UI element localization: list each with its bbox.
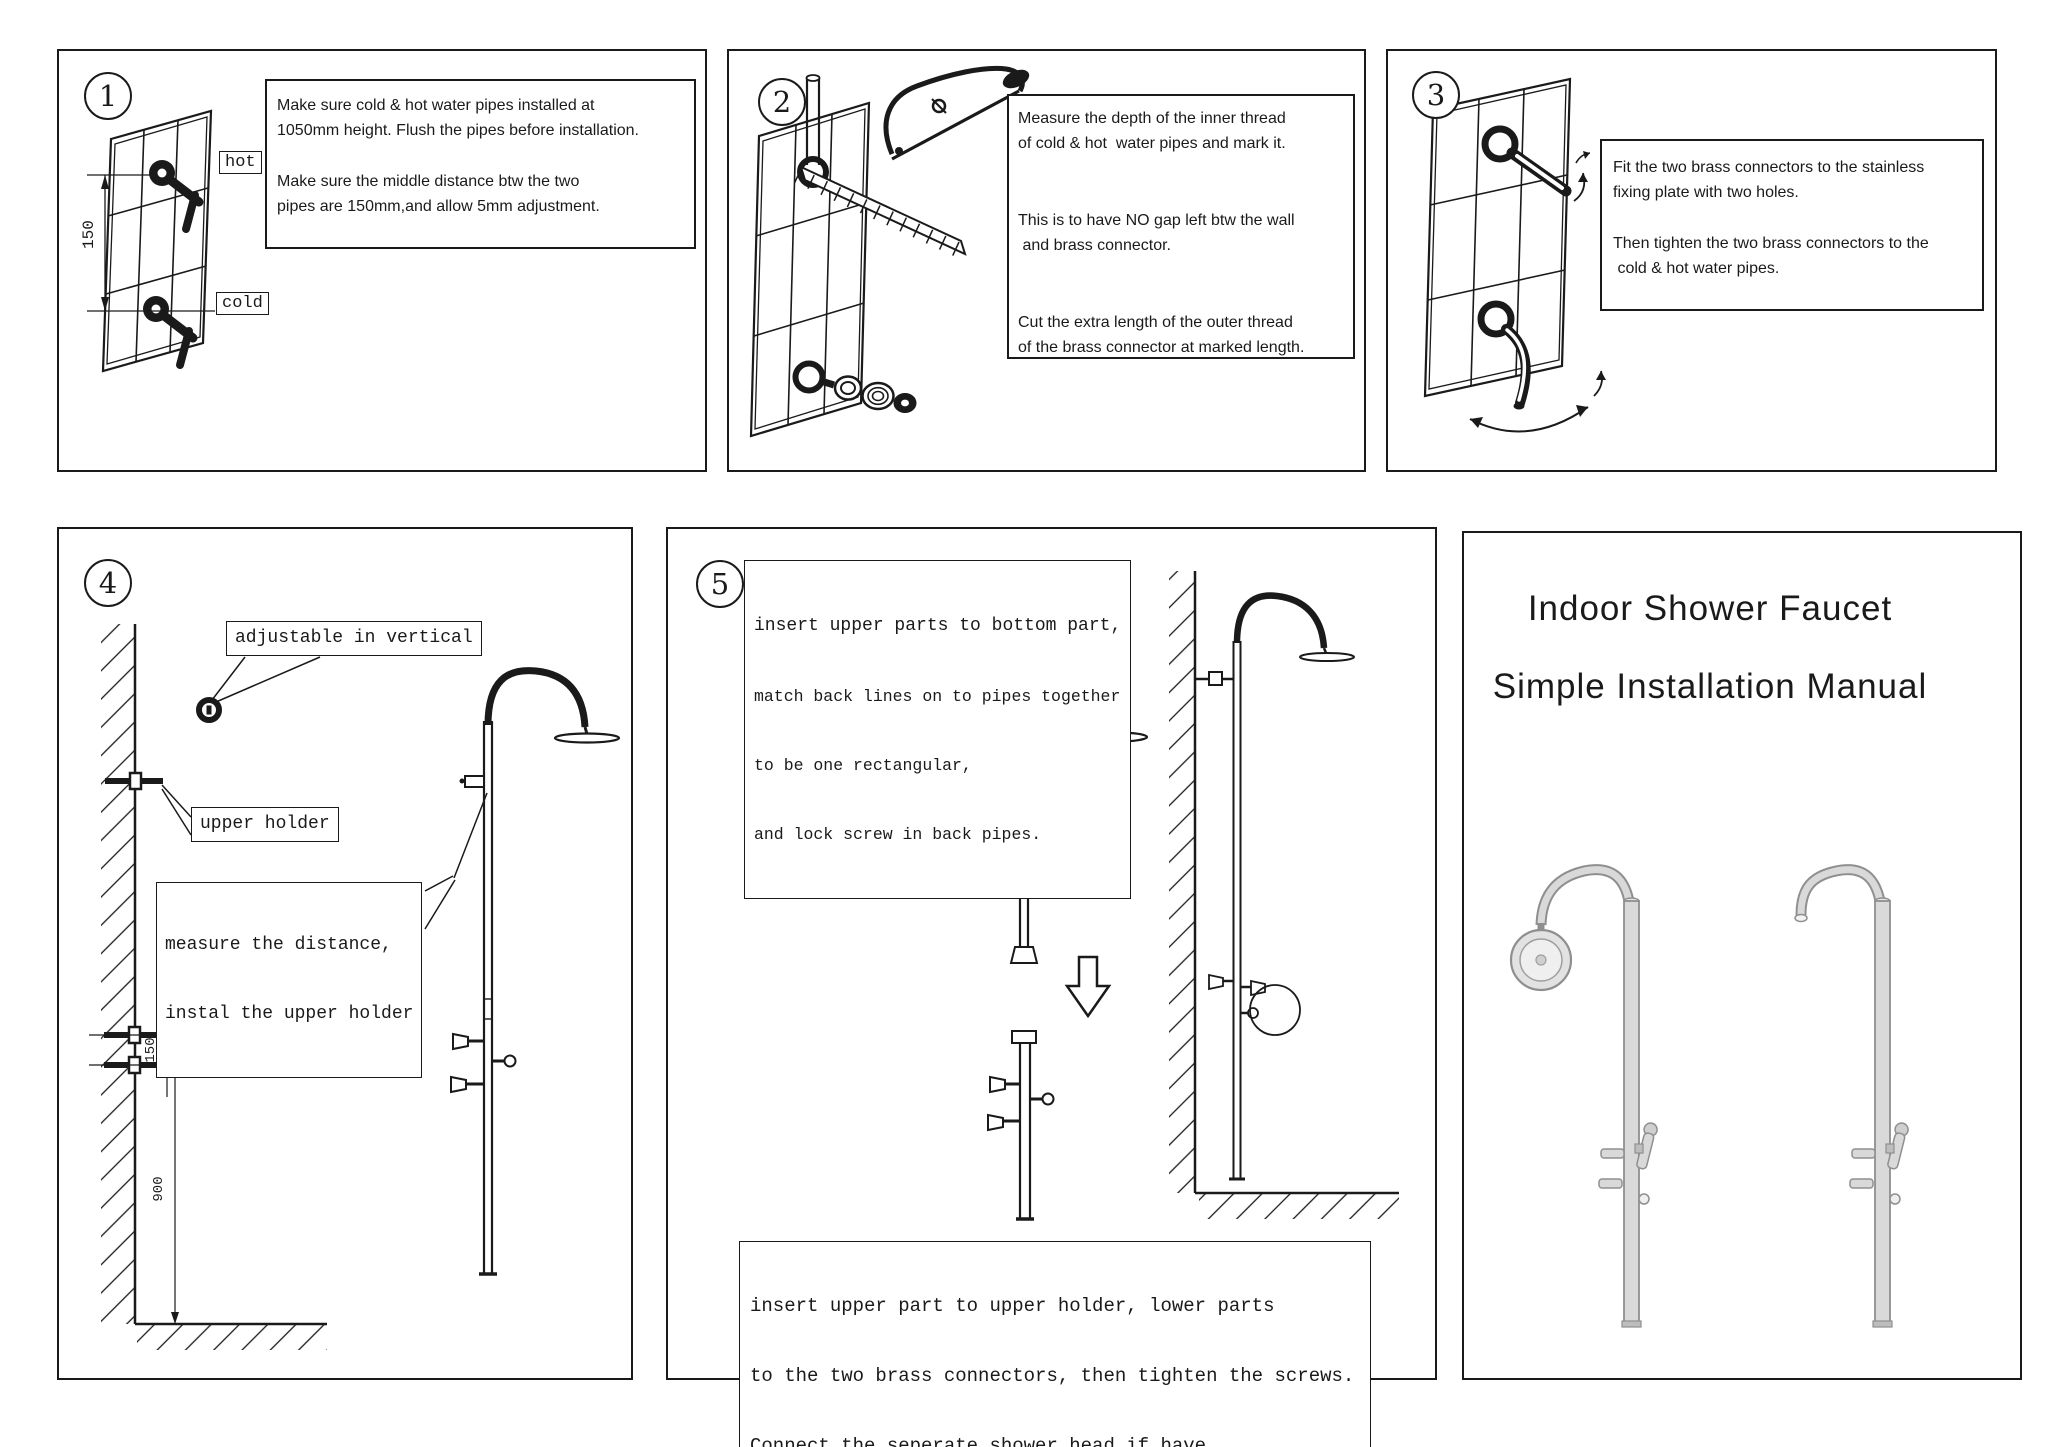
note-line: and lock screw in back pipes. — [754, 825, 1042, 844]
brass-connector-exploded-drawing — [792, 360, 917, 413]
instruction-line: and brass connector. — [1018, 237, 1171, 254]
instruction-line: 1050mm height. Flush the pipes before in… — [277, 122, 639, 139]
product-render-drawing — [1509, 864, 1909, 1328]
lower-brass-connector-drawing — [1469, 300, 1606, 433]
cold-label: cold — [216, 292, 269, 315]
dim-150-label: 150 — [80, 220, 98, 249]
panel-step-3: 3 — [1386, 49, 1997, 472]
dim-900-label: 900 — [151, 1176, 167, 1201]
instruction-line: Measure the depth of the inner thread — [1018, 110, 1286, 127]
wall-section-drawing — [101, 624, 137, 1324]
step-5-bottom-note: insert upper part to upper holder, lower… — [739, 1241, 1371, 1447]
wall-grid-drawing — [101, 109, 213, 373]
dimension-150-drawing: 150 — [80, 174, 215, 312]
ruler-drawing — [794, 165, 967, 256]
adjustable-screw-callout-lines — [211, 656, 321, 703]
hot-pipe-connector-drawing — [149, 160, 204, 233]
panel-product-overview: Indoor Shower Faucet Simple Installation… — [1462, 531, 2022, 1380]
upper-holder-callout-lines — [161, 784, 192, 836]
panel-step-1: 1 — [57, 49, 707, 472]
callout-line: instal the upper holder — [165, 1004, 414, 1024]
step-2-number: 2 — [758, 78, 806, 126]
step-5-top-note: insert upper parts to bottom part, match… — [744, 560, 1132, 899]
assembled-unit-scene — [1169, 571, 1399, 1219]
instruction-line: pipes are 150mm,and allow 5mm adjustment… — [277, 198, 600, 215]
step-2-instructions: Measure the depth of the inner thread of… — [1007, 94, 1355, 359]
note-line: to the two brass connectors, then tighte… — [750, 1365, 1355, 1387]
note-line: insert upper parts to bottom part, — [754, 616, 1122, 636]
adjustable-vertical-callout: adjustable in vertical — [226, 621, 482, 656]
instruction-line: This is to have NO gap left btw the wall — [1018, 212, 1295, 229]
step-5-number: 5 — [696, 560, 744, 608]
instruction-line: Make sure the middle distance btw the tw… — [277, 173, 580, 190]
ruler-ticks — [794, 168, 960, 256]
instruction-line: Then tighten the two brass connectors to… — [1613, 235, 1929, 252]
cold-pipe-connector-drawing — [143, 296, 198, 369]
instruction-line: of the brass connector at marked length. — [1018, 339, 1305, 356]
upper-holder-bolt-drawing — [105, 771, 163, 791]
instruction-line: Fit the two brass connectors to the stai… — [1613, 159, 1925, 176]
hacksaw-icon — [883, 65, 1030, 161]
floor-section-drawing — [135, 1322, 327, 1350]
step-1-instructions: Make sure cold & hot water pipes install… — [265, 79, 696, 249]
insert-direction-arrow — [1064, 955, 1112, 1019]
step-2-drawing — [749, 65, 1030, 438]
panel-step-4: 4 — [57, 527, 633, 1380]
instruction-line: fixing plate with two holes. — [1613, 184, 1799, 201]
upper-holder-callout: upper holder — [191, 807, 339, 842]
instruction-line: cold & hot water pipes. — [1613, 260, 1780, 277]
adjustable-screw-drawing — [196, 697, 222, 723]
instruction-line: Cut the extra length of the outer thread — [1018, 314, 1293, 331]
panel-step-5: 5 — [666, 527, 1437, 1447]
instruction-line: of cold & hot water pipes and mark it. — [1018, 135, 1286, 152]
step-3-instructions: Fit the two brass connectors to the stai… — [1600, 139, 1984, 311]
note-line: match back lines on to pipes together — [754, 687, 1121, 706]
manual-subtitle: Simple Installation Manual — [1492, 667, 1928, 706]
note-line: insert upper part to upper holder, lower… — [750, 1295, 1275, 1317]
callout-line: measure the distance, — [165, 935, 392, 955]
product-title: Indoor Shower Faucet — [1527, 589, 1893, 628]
step-1-drawing: 150 — [80, 109, 215, 373]
panel-step-2: 2 — [727, 49, 1366, 472]
shower-unit-with-head-render — [1509, 864, 1658, 1328]
step-4-number: 4 — [84, 559, 132, 607]
step-3-number: 3 — [1412, 71, 1460, 119]
dimension-900-drawing: 900 — [151, 1065, 179, 1324]
step-1-number: 1 — [84, 72, 132, 120]
shower-column-drawing — [450, 667, 621, 1276]
hot-label: hot — [219, 151, 262, 174]
detail-circle — [1249, 984, 1301, 1036]
dim-150-label: 150 — [143, 1037, 159, 1062]
measure-callout-lines — [424, 792, 488, 930]
note-line: Connect the seperate shower head if have… — [750, 1435, 1218, 1447]
shower-unit-spout-render — [1794, 864, 1909, 1328]
bottom-part-drawing — [987, 1030, 1055, 1221]
measure-distance-callout: measure the distance, instal the upper h… — [156, 882, 423, 1078]
instruction-line: Make sure cold & hot water pipes install… — [277, 97, 595, 114]
note-line: to be one rectangular, — [754, 756, 972, 775]
upper-brass-connector-drawing — [1481, 125, 1591, 202]
step-3-drawing — [1423, 77, 1606, 433]
